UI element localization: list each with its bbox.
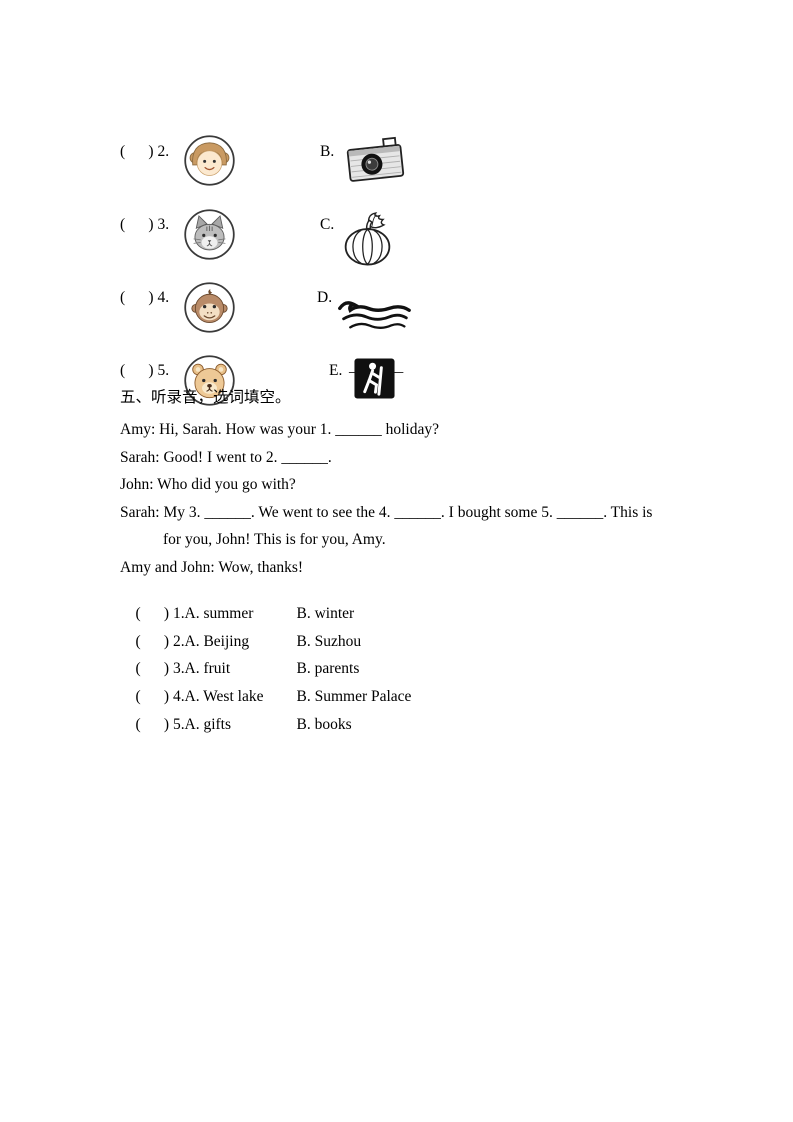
girl-portrait-icon bbox=[183, 98, 236, 222]
choice-line: ( ) 4.A. West lake B. Summer Palace bbox=[120, 670, 412, 723]
matching-item-number: ( ) 5. bbox=[120, 362, 170, 379]
hiking-sign-icon bbox=[353, 321, 396, 435]
squirrel-portrait-icon bbox=[183, 172, 236, 296]
matching-item-number: ( ) 4. bbox=[120, 289, 170, 306]
camera-icon bbox=[345, 100, 409, 219]
dialogue-line: Amy and John: Wow, thanks! bbox=[120, 559, 304, 576]
pumpkin-icon bbox=[342, 175, 393, 303]
choice-option-b: B. books bbox=[296, 715, 352, 733]
answer-bracket: ( ) 5. bbox=[135, 715, 185, 733]
choice-line: ( ) 1.A. summer B. winter bbox=[120, 587, 355, 640]
monkey-portrait-icon bbox=[183, 245, 236, 369]
choice-option-a: A. Beijing bbox=[184, 632, 250, 650]
bear-portrait-icon bbox=[183, 318, 236, 442]
dialogue-line: John: Who did you go with? bbox=[120, 476, 296, 493]
choice-option-b: B. Suzhou bbox=[296, 632, 362, 650]
choice-option-b: B. parents bbox=[296, 659, 360, 677]
dialogue-line-continuation: for you, John! This is for you, Amy. bbox=[163, 531, 386, 548]
dialogue-line: Sarah: My 3. ______. We went to see the … bbox=[120, 504, 653, 521]
choice-option-a: A. gifts bbox=[184, 715, 232, 733]
choice-option-a: A. West lake bbox=[184, 687, 264, 705]
answer-bracket: ( ) 4. bbox=[135, 687, 185, 705]
dialogue-line: Amy: Hi, Sarah. How was your 1. ______ h… bbox=[120, 421, 439, 438]
matching-option-letter: D. bbox=[317, 289, 333, 306]
answer-bracket: ( ) 1. bbox=[135, 604, 185, 622]
answer-bracket: ( ) 3. bbox=[135, 659, 185, 677]
choice-option-b: B. Summer Palace bbox=[296, 687, 412, 705]
choice-option-b: B. winter bbox=[296, 604, 355, 622]
matching-item-number: ( ) 2. bbox=[120, 143, 170, 160]
choice-option-a: A. fruit bbox=[184, 659, 231, 677]
matching-option-letter: E. bbox=[329, 362, 343, 379]
choice-line: ( ) 2.A. Beijing B. Suzhou bbox=[120, 615, 362, 668]
choice-option-a: A. summer bbox=[184, 604, 254, 622]
answer-bracket: ( ) 2. bbox=[135, 632, 185, 650]
matching-option-letter: B. bbox=[320, 143, 335, 160]
matching-item-number: ( ) 3. bbox=[120, 216, 170, 233]
section-heading: 五、听录音，选词填空。 bbox=[120, 389, 291, 406]
dialogue-line: Sarah: Good! I went to 2. ______. bbox=[120, 449, 332, 466]
choice-line: ( ) 5.A. gifts B. books bbox=[120, 698, 352, 751]
sea-waves-icon bbox=[336, 260, 412, 369]
choice-line: ( ) 3.A. fruit B. parents bbox=[120, 642, 360, 695]
matching-option-letter: C. bbox=[320, 216, 335, 233]
